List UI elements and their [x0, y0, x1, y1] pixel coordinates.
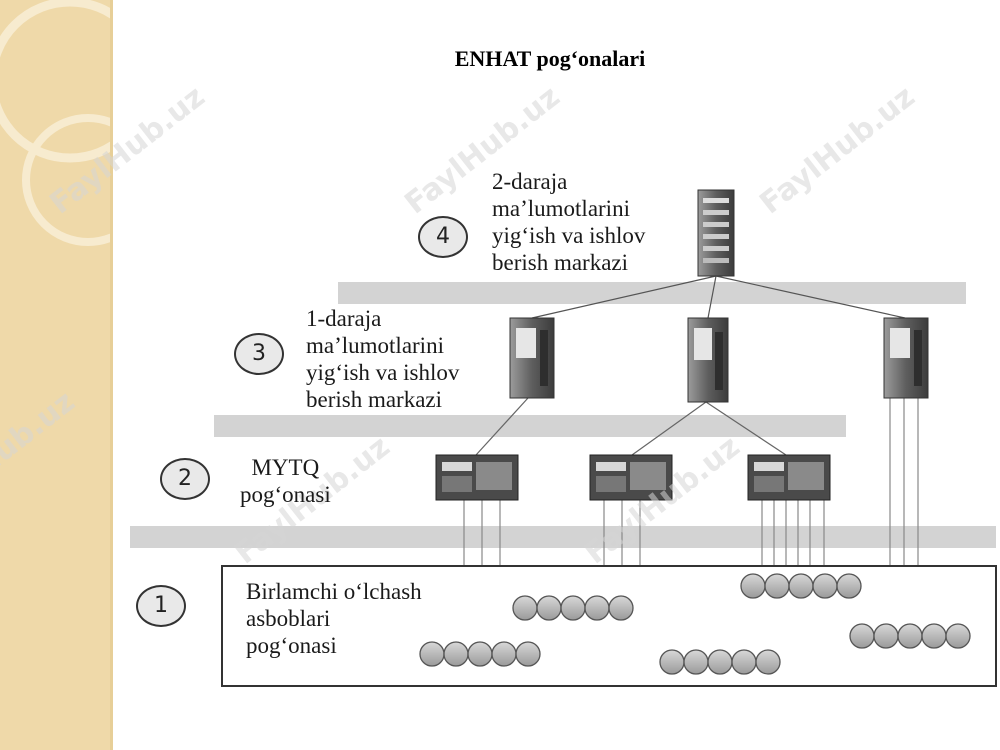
level-2-label: MYTQ pog‘onasi: [240, 454, 331, 508]
page-title: ENHAT pog‘onalari: [454, 46, 646, 71]
connections-level-3: [475, 397, 787, 456]
level-2-number-badge: 2: [160, 458, 210, 500]
level-3-label: 1-daraja ma’lumotlarini yig‘ish va ishlo…: [306, 305, 459, 413]
device-row-1: [512, 595, 634, 621]
level-4-bar: [338, 282, 966, 304]
level-1-label: Birlamchi o‘lchash asboblari pog‘onasi: [246, 578, 422, 659]
level-4-label: 2-daraja ma’lumotlarini yig‘ish va ishlo…: [492, 168, 645, 276]
device-row-5: [659, 649, 781, 675]
level-3-server-3: [883, 317, 929, 399]
level-3-number-badge: 3: [234, 333, 284, 375]
device-row-2: [419, 641, 541, 667]
level-3-label-line: 1-daraja: [306, 306, 382, 331]
level-2-label-line: pog‘onasi: [240, 482, 331, 507]
level-2-label-line: MYTQ: [251, 455, 320, 480]
watermark-text: FaylHub.uz: [43, 79, 211, 221]
level-3-server-2: [687, 317, 729, 403]
level-4-server: [697, 189, 735, 277]
device-row-4: [849, 623, 971, 649]
connections-level-2: [463, 398, 919, 566]
mytq-unit-1: [435, 454, 519, 501]
level-2-bar: [130, 526, 996, 548]
watermark-text: FaylHub.uz: [0, 384, 82, 526]
level-1-label-line: asboblari: [246, 606, 331, 631]
level-4-label-line: ma’lumotlarini: [492, 196, 630, 221]
level-1-label-line: pog‘onasi: [246, 633, 337, 658]
watermark-text: FaylHub.uz: [753, 79, 921, 221]
device-row-3: [740, 573, 862, 599]
level-3-label-line: ma’lumotlarini: [306, 333, 444, 358]
level-1-label-line: Birlamchi o‘lchash: [246, 579, 422, 604]
level-4-number-badge: 4: [418, 216, 468, 258]
side-decoration-panel: [0, 0, 113, 750]
level-3-server-1: [509, 317, 555, 399]
level-3-bar: [214, 415, 846, 437]
mytq-unit-3: [747, 454, 831, 501]
connections-level-4: [531, 275, 906, 319]
level-1-number-badge: 1: [136, 585, 186, 627]
level-3-label-line: yig‘ish va ishlov: [306, 360, 460, 385]
level-4-label-line: yig‘ish va ishlov: [492, 223, 646, 248]
level-3-label-line: berish markazi: [306, 387, 443, 412]
level-4-label-line: berish markazi: [492, 250, 629, 275]
decorative-circles: [0, 0, 110, 246]
mytq-unit-2: [589, 454, 673, 501]
level-4-label-line: 2-daraja: [492, 169, 568, 194]
